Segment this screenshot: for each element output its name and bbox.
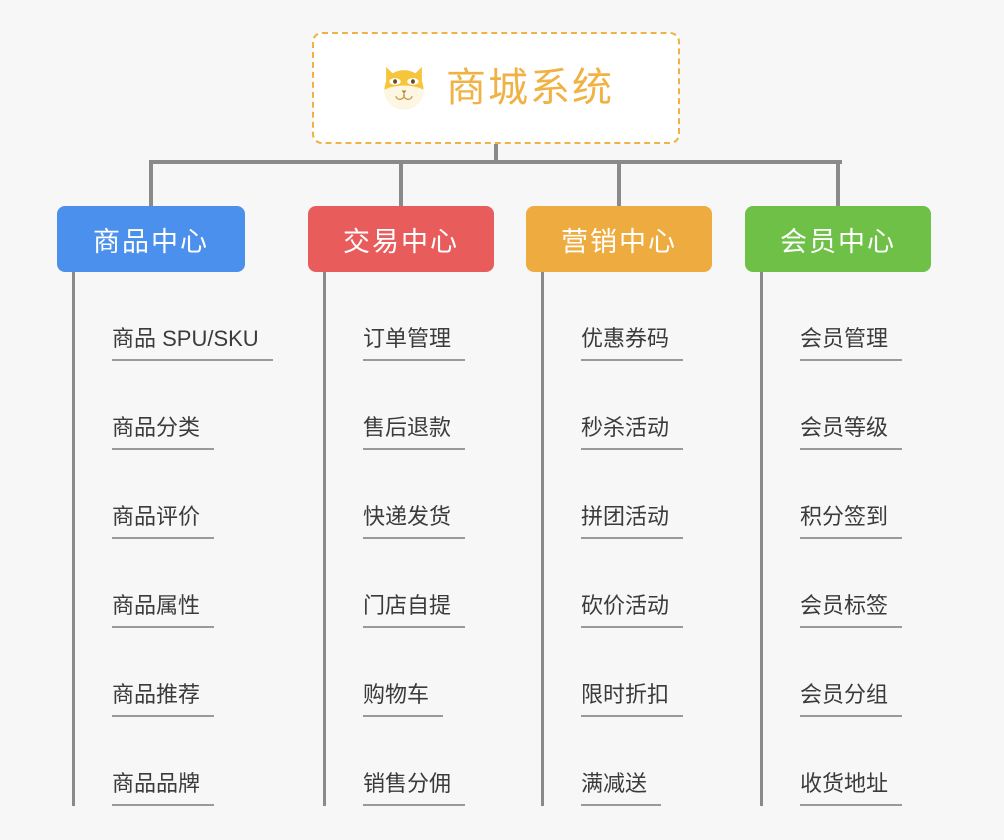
category-header-label: 交易中心	[343, 226, 459, 257]
leaf-item-label: 购物车	[363, 684, 444, 717]
leaf-item[interactable]: 会员标签	[760, 539, 903, 628]
leaf-item-label: 订单管理	[363, 328, 466, 361]
leaf-item-label: 售后退款	[363, 417, 466, 450]
connector-drop-2	[399, 160, 403, 206]
leaf-item[interactable]: 秒杀活动	[541, 361, 684, 450]
category-header-label: 会员中心	[780, 226, 896, 257]
leaf-item-label: 商品品牌	[112, 773, 215, 806]
leaf-item[interactable]: 商品推荐	[72, 628, 215, 717]
leaf-item[interactable]: 商品属性	[72, 539, 215, 628]
leaf-item[interactable]: 积分签到	[760, 450, 903, 539]
category-header-1[interactable]: 商品中心	[57, 206, 245, 272]
leaf-item-label: 商品推荐	[112, 684, 215, 717]
leaf-item-label: 秒杀活动	[581, 417, 684, 450]
leaf-item-label: 商品评价	[112, 506, 215, 539]
leaf-item-label: 砍价活动	[581, 595, 684, 628]
leaf-item-label: 收货地址	[800, 773, 903, 806]
leaf-item-label: 快递发货	[363, 506, 466, 539]
leaf-item[interactable]: 会员等级	[760, 361, 903, 450]
leaf-item-label: 销售分佣	[363, 773, 466, 806]
leaf-item[interactable]: 收货地址	[760, 717, 903, 806]
category-header-label: 商品中心	[93, 226, 209, 257]
leaf-item-label: 会员分组	[800, 684, 903, 717]
leaf-item-label: 会员等级	[800, 417, 903, 450]
leaf-item[interactable]: 会员分组	[760, 628, 903, 717]
leaf-item[interactable]: 会员管理	[760, 272, 903, 361]
leaf-item-label: 限时折扣	[581, 684, 684, 717]
leaf-item[interactable]: 限时折扣	[541, 628, 684, 717]
leaf-item[interactable]: 拼团活动	[541, 450, 684, 539]
leaf-item-label: 商品 SPU/SKU	[112, 328, 273, 361]
leaf-item-label: 会员标签	[800, 595, 903, 628]
category-header-3[interactable]: 营销中心	[526, 206, 712, 272]
leaf-item[interactable]: 商品评价	[72, 450, 215, 539]
connector-drop-1	[149, 160, 153, 206]
connector-drop-4	[836, 160, 840, 206]
leaf-item[interactable]: 砍价活动	[541, 539, 684, 628]
leaf-item-label: 商品属性	[112, 595, 215, 628]
connector-horizontal-bar	[150, 160, 842, 164]
leaf-item[interactable]: 商品 SPU/SKU	[72, 272, 273, 361]
leaf-item-label: 会员管理	[800, 328, 903, 361]
leaf-item[interactable]: 快递发货	[323, 450, 466, 539]
connector-drop-3	[617, 160, 621, 206]
leaf-item[interactable]: 购物车	[323, 628, 444, 717]
category-header-4[interactable]: 会员中心	[745, 206, 931, 272]
leaf-item[interactable]: 订单管理	[323, 272, 466, 361]
root-title: 商城系统	[446, 66, 614, 110]
leaf-item-label: 满减送	[581, 773, 662, 806]
leaf-item[interactable]: 满减送	[541, 717, 662, 806]
leaf-item-label: 积分签到	[800, 506, 903, 539]
leaf-item-label: 拼团活动	[581, 506, 684, 539]
root-node[interactable]: 商城系统	[312, 32, 680, 144]
leaf-spine-2	[323, 272, 326, 806]
leaf-item-label: 商品分类	[112, 417, 215, 450]
leaf-item[interactable]: 售后退款	[323, 361, 466, 450]
leaf-item[interactable]: 优惠券码	[541, 272, 684, 361]
leaf-spine-1	[72, 272, 75, 806]
leaf-item-label: 门店自提	[363, 595, 466, 628]
leaf-spine-4	[760, 272, 763, 806]
category-header-2[interactable]: 交易中心	[308, 206, 494, 272]
shiba-dog-face-icon	[384, 66, 424, 110]
leaf-item[interactable]: 商品品牌	[72, 717, 215, 806]
leaf-item-label: 优惠券码	[581, 328, 684, 361]
leaf-item[interactable]: 门店自提	[323, 539, 466, 628]
leaf-item[interactable]: 销售分佣	[323, 717, 466, 806]
connector-root-stem	[494, 144, 498, 164]
leaf-spine-3	[541, 272, 544, 806]
leaf-item[interactable]: 商品分类	[72, 361, 215, 450]
category-header-label: 营销中心	[561, 226, 677, 257]
